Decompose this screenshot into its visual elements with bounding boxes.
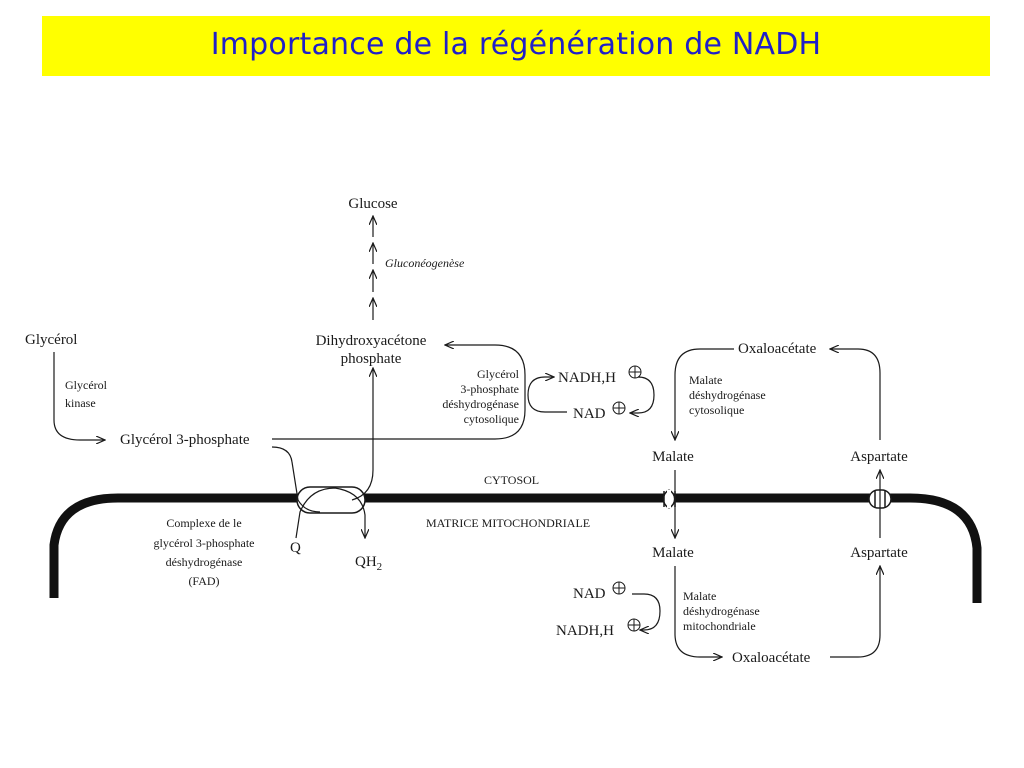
- arrow-q-to-qh2: [295, 487, 365, 538]
- label-gluconeogenese: Gluconéogenèse: [385, 256, 465, 270]
- label-q: Q: [290, 540, 301, 556]
- label-malate-mito: Malate: [652, 545, 694, 561]
- label-oxaloacetate-mito: Oxaloacétate: [732, 650, 811, 666]
- label-glucose: Glucose: [348, 196, 397, 212]
- label-aspartate-mito: Aspartate: [850, 545, 908, 561]
- oplus-icon: [612, 401, 626, 415]
- label-malate-cyto: Malate: [652, 449, 694, 465]
- label-mdh-cyto-2: déshydrogénase: [689, 388, 766, 402]
- arrow-malate-to-oxaloacetate-mito: [674, 566, 722, 657]
- arrow-nadh-to-nad-cyto: [630, 376, 655, 413]
- arrow-g3p-cytosolic-dh: [272, 345, 526, 440]
- oplus-icon: [627, 618, 641, 632]
- arrow-aspartate-to-oxaloacetate-cyto: [830, 349, 881, 440]
- label-nad-top: NAD: [573, 406, 606, 422]
- oplus-icon: [612, 581, 626, 595]
- arrow-g3p-to-complex: [271, 446, 321, 513]
- label-aspartate-cyto: Aspartate: [850, 449, 908, 465]
- label-glycerol-3-phosphate: Glycérol 3-phosphate: [120, 432, 250, 448]
- label-mdh-mito-2: déshydrogénase: [683, 604, 760, 618]
- label-nadh-h-bottom: NADH,H: [556, 623, 614, 639]
- label-g3pdh-cyto-1: Glycérol: [477, 367, 520, 381]
- malate-transporter-shape: [662, 489, 676, 509]
- arrow-oxaloacetate-to-malate: [675, 348, 734, 440]
- label-nad-bottom: NAD: [573, 586, 606, 602]
- arrow-oxaloacetate-to-aspartate-mito: [830, 566, 880, 658]
- label-complexe-1: Complexe de le: [166, 516, 241, 530]
- label-complexe-4: (FAD): [188, 574, 219, 588]
- arrow-complex-to-dhap: [351, 368, 373, 501]
- label-g3pdh-cyto-2: 3-phosphate: [460, 382, 519, 396]
- title-banner: Importance de la régénération de NADH: [42, 16, 990, 76]
- label-complexe-2: glycérol 3-phosphate: [154, 536, 255, 550]
- label-mdh-cyto-1: Malate: [689, 373, 722, 387]
- label-mdh-mito-3: mitochondriale: [683, 619, 756, 633]
- label-glycerol-kinase-2: kinase: [65, 396, 96, 410]
- slide-title: Importance de la régénération de NADH: [210, 27, 822, 62]
- label-complexe-3: déshydrogénase: [166, 555, 243, 569]
- arrow-glycerol-kinase: [53, 352, 105, 440]
- label-mdh-mito-1: Malate: [683, 589, 716, 603]
- label-matrice: MATRICE MITOCHONDRIALE: [426, 516, 590, 530]
- label-mdh-cyto-3: cytosolique: [689, 403, 744, 417]
- arrow-nad-to-nadh-mito: [632, 593, 661, 630]
- label-dhap-line1: Dihydroxyacétone: [316, 333, 427, 349]
- label-g3pdh-cyto-4: cytosolique: [464, 412, 519, 426]
- mitochondrial-membrane: [49, 493, 982, 603]
- label-cytosol: CYTOSOL: [484, 473, 539, 487]
- label-glycerol: Glycérol: [25, 332, 77, 348]
- label-dhap-line2: phosphate: [341, 351, 402, 367]
- label-oxaloacetate-cyto: Oxaloacétate: [738, 341, 817, 357]
- label-qh2: QH2: [355, 554, 382, 573]
- arrow-nad-to-nadh-glycerol: [527, 377, 567, 413]
- label-g3pdh-cyto-3: déshydrogénase: [442, 397, 519, 411]
- label-nadh-h-top: NADH,H: [558, 370, 616, 386]
- oplus-icon: [628, 365, 642, 379]
- label-glycerol-kinase-1: Glycérol: [65, 378, 108, 392]
